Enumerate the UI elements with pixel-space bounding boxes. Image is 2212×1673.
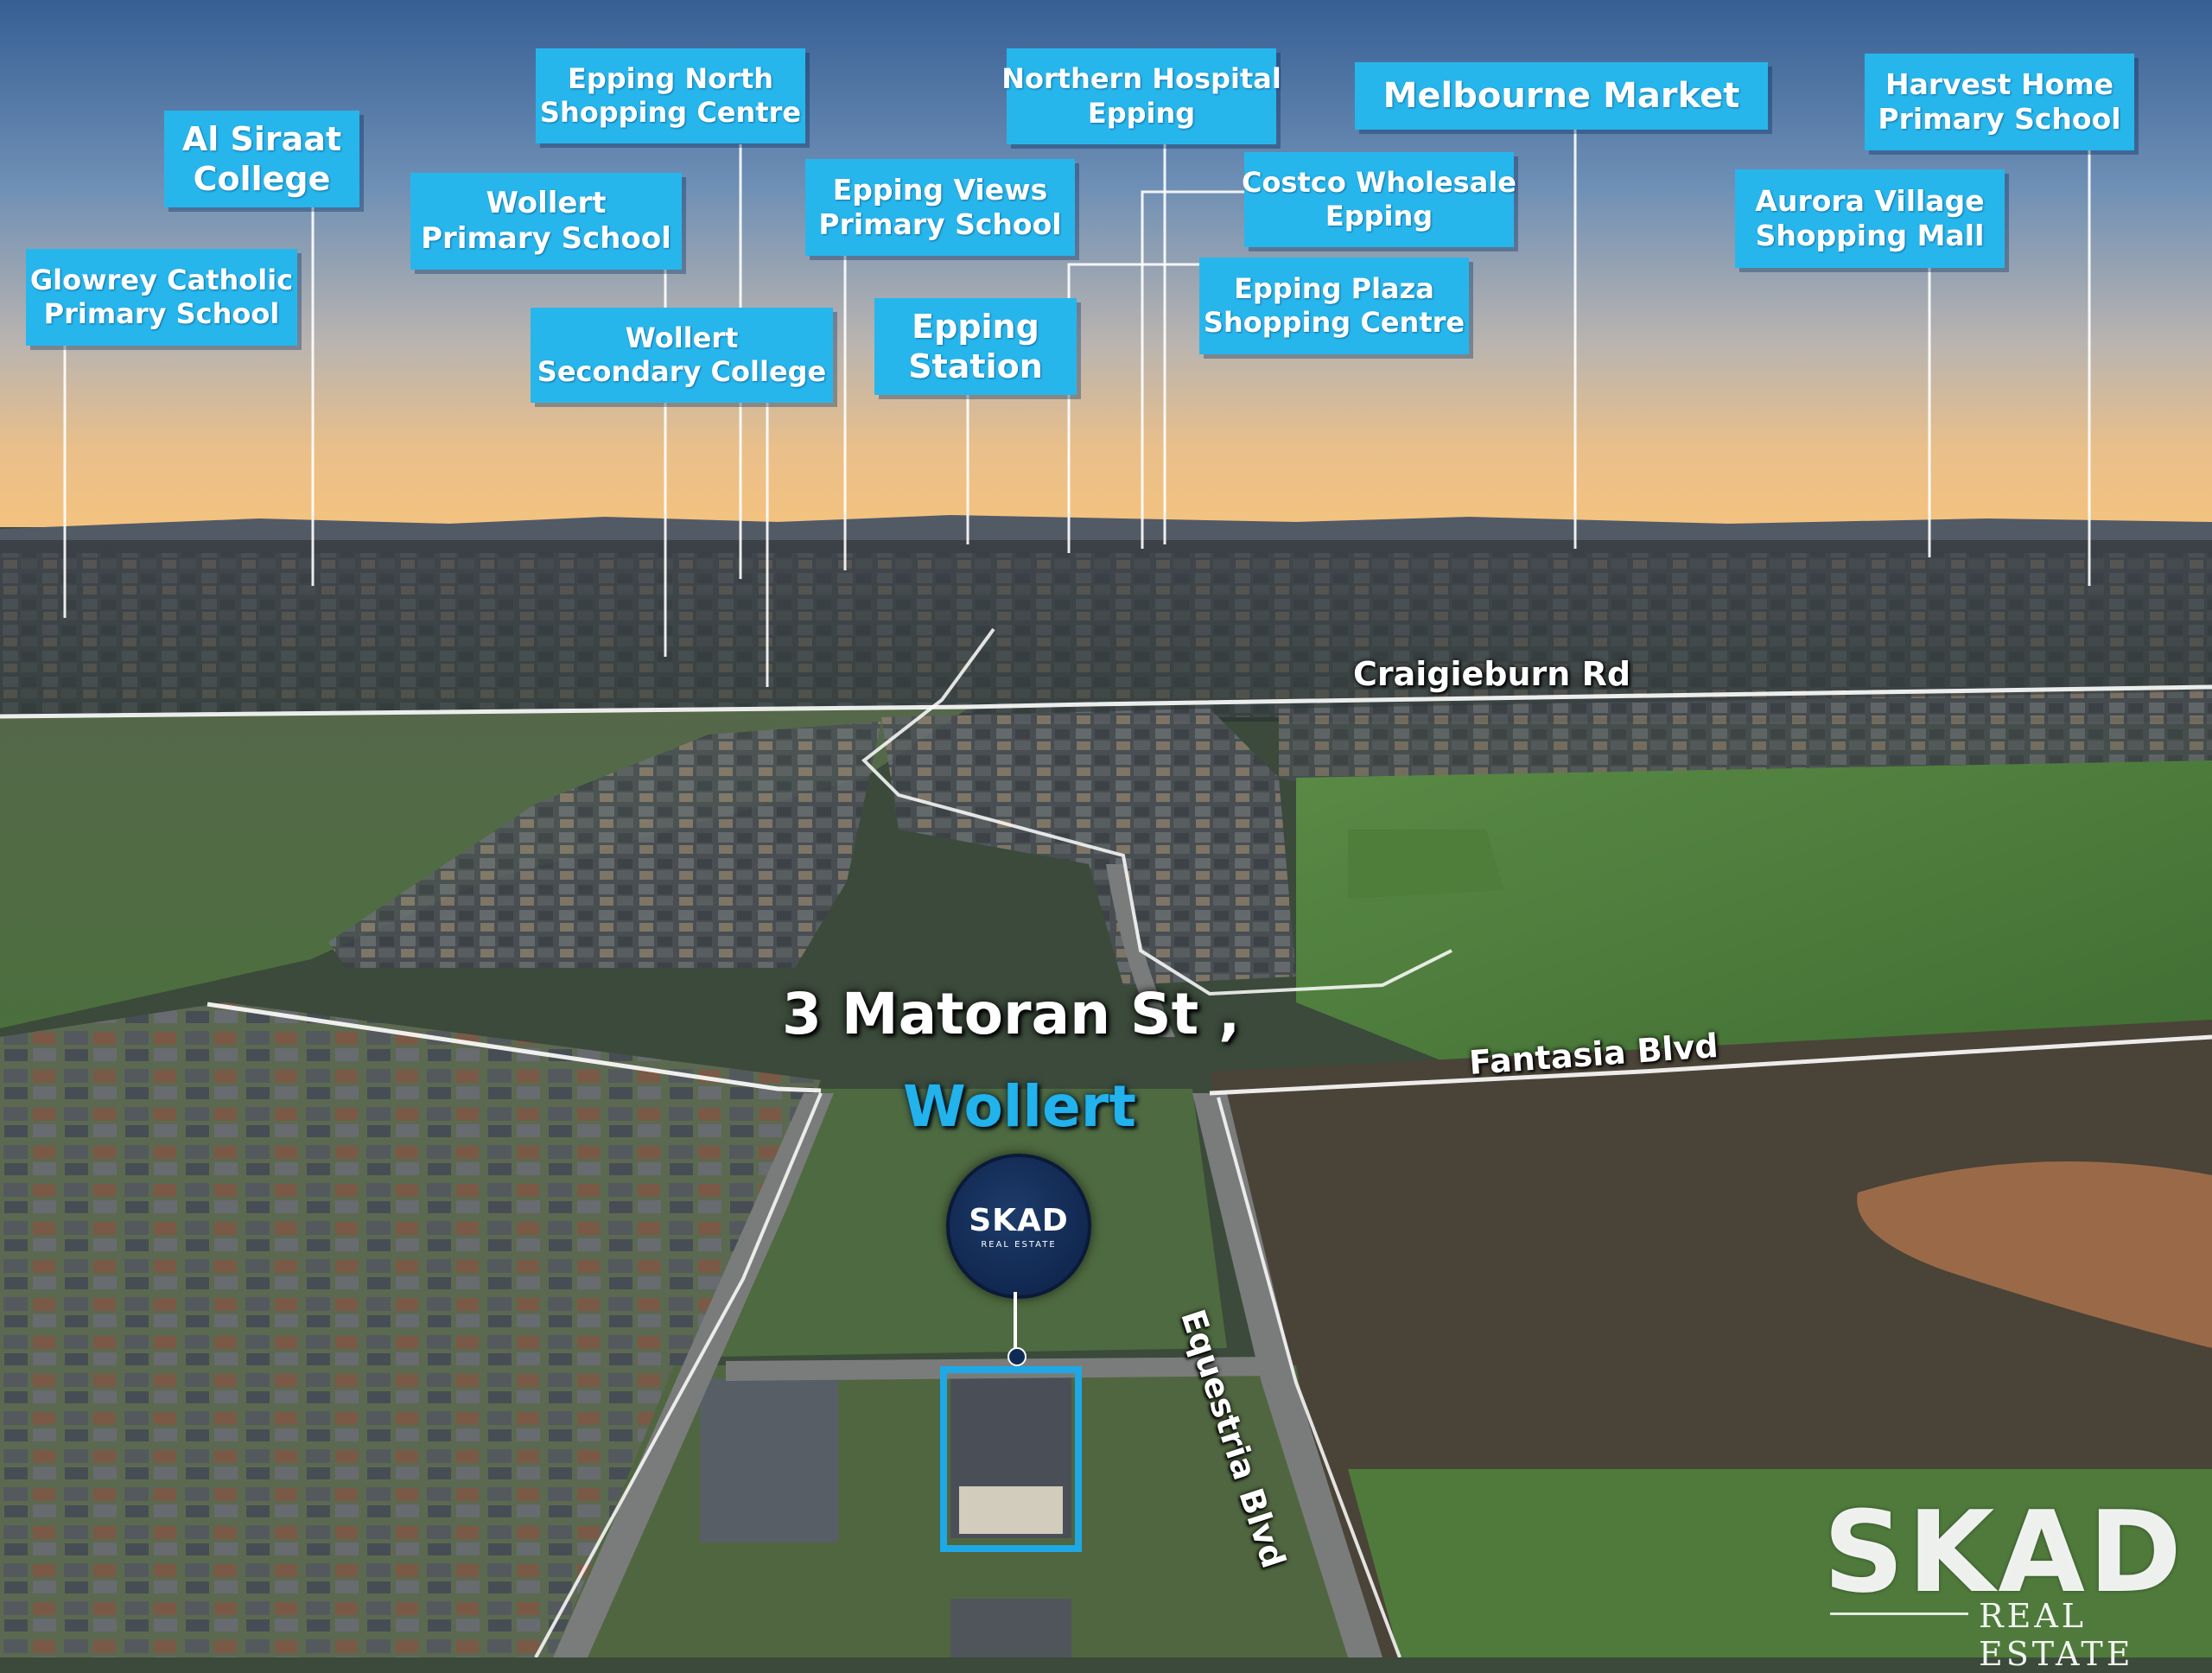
landmark-northern-hospital-epping: Northern Hospital Epping (1001, 48, 1281, 144)
property-address-title: 3 Matoran St , (782, 981, 1241, 1047)
road-label-craigieburn-rd: Craigieburn Rd (1353, 655, 1631, 693)
landmark-label-line: Epping (1087, 96, 1196, 130)
landmark-harvest-home-primary-school: Harvest Home Primary School (1865, 54, 2134, 150)
landmark-epping-plaza-shopping-centre: Epping Plaza Shopping Centre (1199, 258, 1469, 354)
property-suburb-title: Wollert (903, 1073, 1136, 1140)
landmark-label-line: Aurora Village (1755, 183, 1985, 218)
landmark-label-line: Epping North (567, 61, 774, 95)
landmark-wollert-secondary-college: Wollert Secondary College (531, 308, 833, 403)
landmark-costco-wholesale-epping: Costco Wholesale Epping (1242, 152, 1516, 247)
landmark-label-line: Northern Hospital (1001, 62, 1281, 96)
landmark-label-line: Harvest Home (1885, 67, 2114, 101)
landmark-label-line: Primary School (43, 297, 280, 330)
pin-brand-text: SKAD (969, 1203, 1069, 1238)
skad-watermark-logo: SKAD (1823, 1486, 2185, 1618)
watermark-divider (1830, 1613, 1968, 1615)
landmark-label-line: Epping (1325, 200, 1433, 232)
landmark-wollert-primary-school: Wollert Primary School (410, 173, 682, 270)
landmark-label-line: Secondary College (537, 355, 827, 388)
landmark-label-line: Primary School (1878, 102, 2121, 136)
landmark-label-line: Epping (912, 307, 1039, 346)
landmark-label-line: College (193, 160, 331, 198)
landmark-epping-views-primary-school: Epping Views Primary School (805, 159, 1075, 256)
landmark-glowrey-catholic-primary-school: Glowrey Catholic Primary School (26, 249, 297, 346)
landmark-aurora-village-shopping-mall: Aurora Village Shopping Mall (1735, 169, 2005, 268)
landmark-label-line: Primary School (421, 221, 671, 256)
landmark-label-line: Wollert (625, 321, 739, 354)
landmark-label-line: Costco Wholesale (1242, 165, 1516, 199)
skad-location-pin-badge: SKAD REAL ESTATE (946, 1154, 1091, 1299)
landmark-epping-station: Epping Station (874, 298, 1077, 395)
pin-dot-icon (1007, 1347, 1027, 1366)
landmark-melbourne-market: Melbourne Market (1355, 62, 1768, 130)
landmark-label-line: Epping Views (832, 172, 1048, 207)
landmark-label-line: Melbourne Market (1382, 75, 1740, 116)
pin-stem (1014, 1292, 1017, 1354)
pin-brand-subtext: REAL ESTATE (981, 1240, 1057, 1250)
landmark-label-line: Shopping Centre (539, 96, 802, 129)
landmark-label-line: Shopping Centre (1203, 306, 1465, 339)
landmark-label-line: Shopping Mall (1755, 219, 1985, 252)
landmark-label-line: Primary School (818, 207, 1062, 241)
landmark-epping-north-shopping-centre: Epping North Shopping Centre (536, 48, 805, 143)
landmark-label-line: Al Siraat (181, 119, 342, 158)
landmark-label-line: Station (908, 347, 1043, 385)
landmark-al-siraat-college: Al Siraat College (164, 111, 359, 207)
skad-watermark-subtext: REAL ESTATE (1979, 1597, 2134, 1673)
landmark-label-line: Glowrey Catholic (29, 263, 294, 296)
landmark-label-line: Wollert (486, 185, 607, 220)
landmark-label-line: Epping Plaza (1234, 271, 1434, 305)
